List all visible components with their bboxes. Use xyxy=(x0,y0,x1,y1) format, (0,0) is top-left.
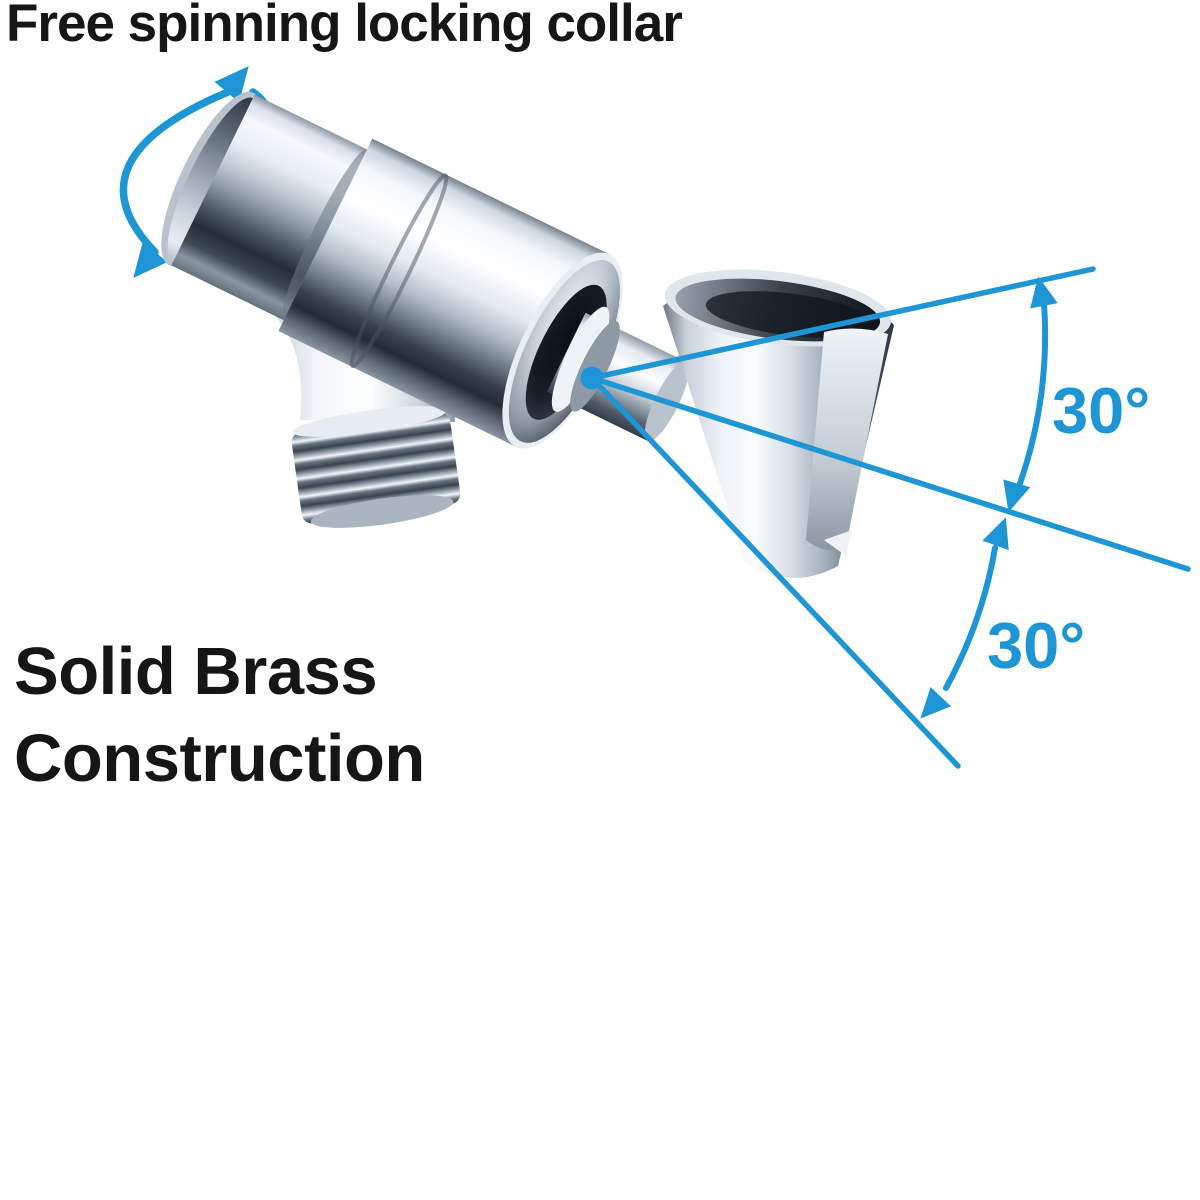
rotation-arrowhead-top xyxy=(214,66,249,103)
upper-arc-arrowhead-top xyxy=(1030,276,1058,309)
material-callout: Solid Brass Construction xyxy=(14,628,425,802)
cup-bottom-notch xyxy=(824,530,852,556)
pivot-flange-inner xyxy=(570,321,620,412)
angle-annotation xyxy=(580,266,1191,769)
material-callout-line2: Construction xyxy=(14,721,425,797)
angle-arc-lower xyxy=(943,545,998,691)
rotation-arc xyxy=(119,88,232,256)
lower-arc-arrowhead-bottom xyxy=(920,687,952,719)
rotation-arrow-icon xyxy=(119,66,275,278)
locking-collar xyxy=(171,94,367,321)
upper-arc-arrowhead-bottom xyxy=(1003,479,1031,513)
cup-front-wall xyxy=(806,328,888,550)
lower-angle-label: 30° xyxy=(987,609,1086,682)
angle-line-upper xyxy=(589,266,1096,381)
thread-top-lip xyxy=(292,406,447,437)
holder-cup xyxy=(663,269,894,579)
lower-arc-arrowhead-top xyxy=(982,517,1009,551)
rotation-arrowhead-bottom xyxy=(133,241,168,278)
angle-line-middle xyxy=(589,375,1191,572)
angle-arc-upper xyxy=(1015,300,1049,492)
body-assembly xyxy=(161,91,689,449)
page-title: Free spinning locking collar xyxy=(6,0,683,53)
sleeve-seam xyxy=(349,173,449,369)
material-callout-line1: Solid Brass xyxy=(14,634,378,709)
pivot-dot xyxy=(580,366,604,390)
thread-bottom-cap xyxy=(310,495,454,528)
upper-angle-label: 30° xyxy=(1052,374,1151,447)
pivot-flange xyxy=(551,306,610,412)
angle-line-lower xyxy=(589,375,961,769)
threaded-connector xyxy=(291,406,461,528)
